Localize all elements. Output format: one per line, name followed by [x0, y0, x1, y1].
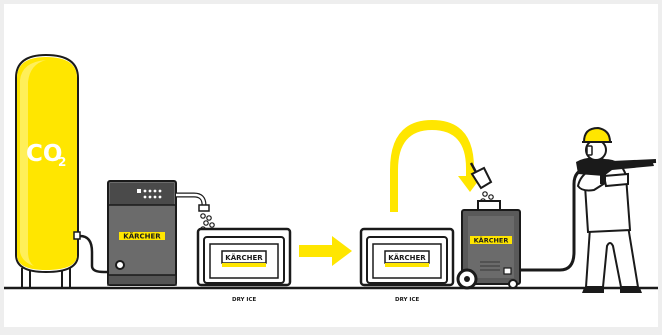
- diagram-panel: [4, 4, 658, 327]
- co2-supply-hose: [79, 234, 118, 274]
- operator-with-blasting-gun-icon: [576, 126, 657, 293]
- container-1-label: DRY ICE: [232, 297, 256, 303]
- container-2-label: DRY ICE: [395, 297, 419, 303]
- dry-ice-production-machine-icon: KÄRCHER: [107, 180, 177, 286]
- transfer-arrow-icon: [299, 236, 352, 266]
- co2-tank-icon: CO 2: [15, 53, 81, 288]
- dry-ice-container-icon: KÄRCHER: [359, 227, 455, 287]
- tank-formula: CO: [26, 141, 62, 167]
- blasting-machine-brand: KÄRCHER: [474, 236, 509, 245]
- dry-ice-container-icon: KÄRCHER: [196, 227, 292, 287]
- production-machine-brand: KÄRCHER: [123, 232, 161, 241]
- container-2-brand: KÄRCHER: [388, 253, 426, 262]
- blasting-machine-icon: KÄRCHER: [456, 200, 521, 290]
- tank-formula-subscript: 2: [58, 155, 66, 169]
- dry-ice-scoop-icon: [469, 162, 493, 190]
- container-1-brand: KÄRCHER: [225, 253, 263, 262]
